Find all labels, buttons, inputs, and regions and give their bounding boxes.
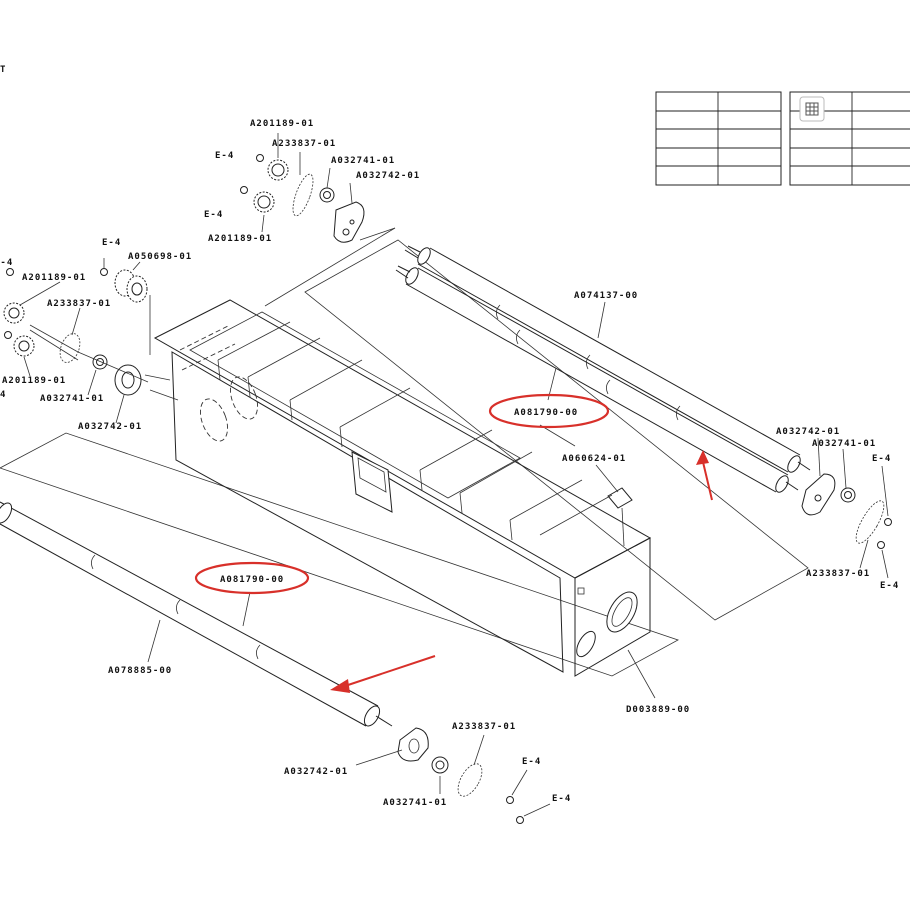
label-a032741-right: A032741-01: [812, 439, 876, 449]
highlight-a081790-lower: [194, 561, 310, 595]
lower-roller-assembly: [0, 501, 551, 824]
label-a201189-left2: A201189-01: [2, 376, 66, 386]
main-frame: [0, 299, 679, 699]
label-a032741-bottom: A032741-01: [383, 798, 447, 808]
label-a201189-top2: A201189-01: [208, 234, 272, 244]
label-a081790-lower: A081790-00: [220, 575, 284, 585]
label-a032742-bottom: A032742-01: [284, 767, 348, 777]
grid-icon[interactable]: [799, 96, 825, 122]
label-e4-right2: E-4: [880, 581, 899, 591]
label-e4-right1: E-4: [872, 454, 891, 464]
label-a233837-bottom: A233837-01: [452, 722, 516, 732]
label-d003889: D003889-00: [626, 705, 690, 715]
label-e4-bottom2: E-4: [552, 794, 571, 804]
label-a032741-top: A032741-01: [331, 156, 395, 166]
label-a032742-left: A032742-01: [78, 422, 142, 432]
highlight-a081790-upper: [488, 393, 610, 429]
label-e4-top1: E-4: [215, 151, 234, 161]
label-a032741-left: A032741-01: [40, 394, 104, 404]
right-end-group: [801, 437, 892, 579]
top-gear-group: [240, 133, 396, 307]
label-a201189-top: A201189-01: [250, 119, 314, 129]
highlight-arrow-lower: [330, 655, 436, 693]
corner-mark: T: [0, 65, 6, 75]
pad-part: [607, 487, 633, 509]
label-a060624: A060624-01: [562, 454, 626, 464]
label-e4-left2: E-4: [0, 258, 13, 268]
highlight-arrow-upper: [696, 450, 713, 501]
label-a050698: A050698-01: [128, 252, 192, 262]
left-gear-group: [3, 258, 179, 424]
label-a233837-top: A233837-01: [272, 139, 336, 149]
parts-table-left: [655, 91, 782, 186]
label-e4-top2: E-4: [204, 210, 223, 220]
label-a032742-top: A032742-01: [356, 171, 420, 181]
label-a074137: A074137-00: [574, 291, 638, 301]
label-a201189-left1: A201189-01: [22, 273, 86, 283]
label-a233837-left: A233837-01: [47, 299, 111, 309]
label-a081790-upper: A081790-00: [514, 408, 578, 418]
label-a233837-right: A233837-01: [806, 569, 870, 579]
label-a078885: A078885-00: [108, 666, 172, 676]
label-left-num: 4: [0, 390, 6, 400]
label-a032742-right: A032742-01: [776, 427, 840, 437]
label-e4-bottom1: E-4: [522, 757, 541, 767]
label-e4-left1: E-4: [102, 238, 121, 248]
upper-roller-assembly: [304, 239, 811, 621]
